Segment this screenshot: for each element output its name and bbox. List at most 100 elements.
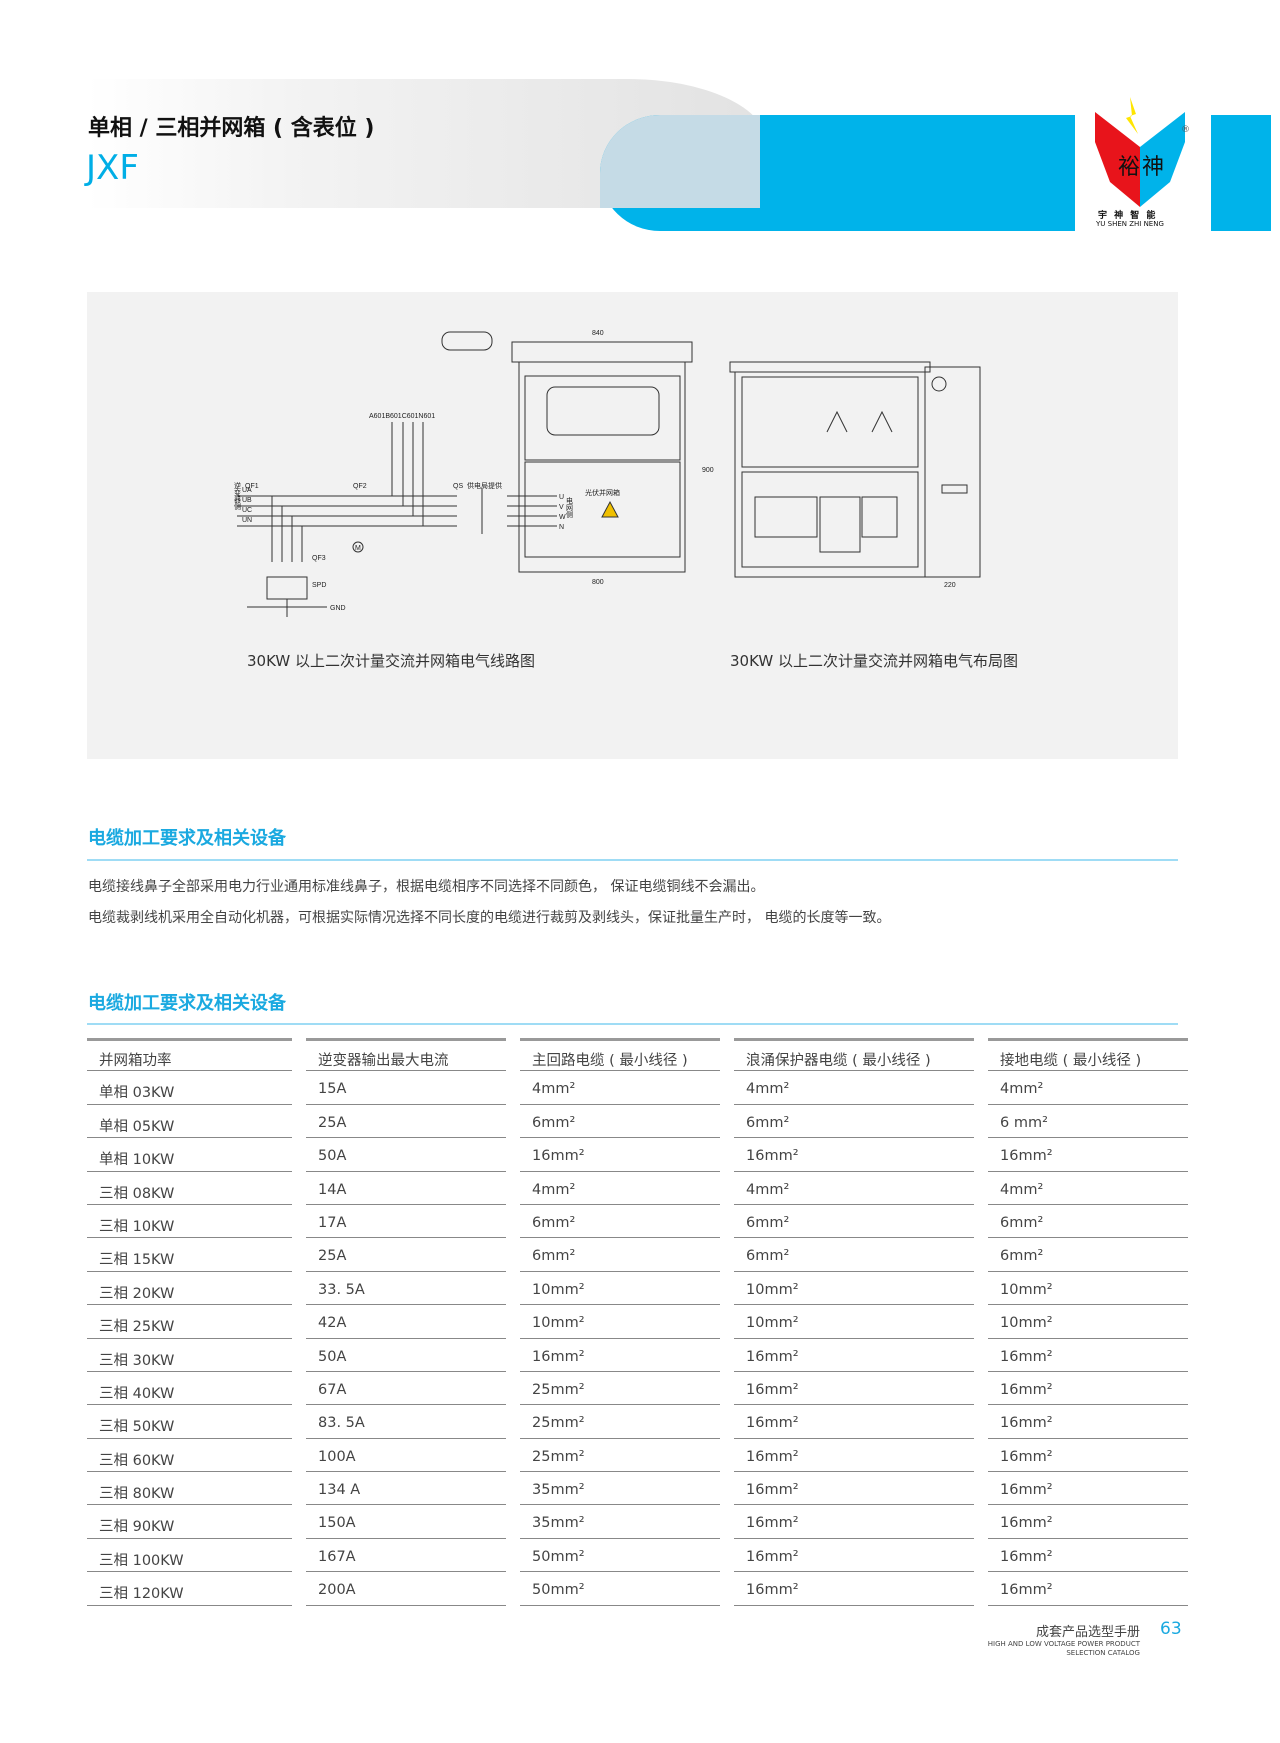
table-cell: 16mm² bbox=[734, 1138, 974, 1172]
table-cell: 单相 10KW bbox=[87, 1138, 292, 1172]
table-header-row: 并网箱功率 逆变器输出最大电流 主回路电缆 ( 最小线径 ) 浪涌保护器电缆 (… bbox=[87, 1038, 1188, 1072]
table-cell: 三相 08KW bbox=[87, 1172, 292, 1205]
header-cell: 主回路电缆 ( 最小线径 ) bbox=[520, 1038, 720, 1072]
table-cell: 4mm² bbox=[520, 1172, 720, 1205]
table-cell: 6mm² bbox=[988, 1205, 1188, 1239]
table-cell: 三相 10KW bbox=[87, 1205, 292, 1239]
table-cell: 50mm² bbox=[520, 1539, 720, 1573]
logo-name-en: YU SHEN ZHI NENG bbox=[1096, 220, 1164, 228]
label-UA: UA bbox=[242, 487, 252, 494]
label-UC: UC bbox=[242, 507, 252, 514]
table-cell: 三相 30KW bbox=[87, 1339, 292, 1372]
label-inverter-side: 逆变器侧 bbox=[234, 481, 242, 511]
table-cell: 6mm² bbox=[988, 1238, 1188, 1272]
table-cell: 67A bbox=[306, 1372, 506, 1406]
label-W: W bbox=[559, 514, 566, 521]
table-cell: 16mm² bbox=[988, 1138, 1188, 1172]
header-cell: 并网箱功率 bbox=[87, 1038, 292, 1072]
table-cell: 134 A bbox=[306, 1472, 506, 1506]
header-cell: 接地电缆 ( 最小线径 ) bbox=[988, 1038, 1188, 1072]
table-cell: 10mm² bbox=[520, 1305, 720, 1339]
table-cell: 6mm² bbox=[520, 1238, 720, 1272]
table-cell: 三相 15KW bbox=[87, 1238, 292, 1272]
header-blue-bar-right bbox=[1211, 115, 1271, 231]
table-cell: 16mm² bbox=[734, 1439, 974, 1473]
table-cell: 16mm² bbox=[734, 1405, 974, 1439]
table-cell: 三相 90KW bbox=[87, 1505, 292, 1539]
section1-divider bbox=[87, 859, 1178, 861]
table-cell: 4mm² bbox=[988, 1071, 1188, 1105]
table-cell: 42A bbox=[306, 1305, 506, 1339]
table-cell: 33. 5A bbox=[306, 1272, 506, 1306]
section2-title: 电缆加工要求及相关设备 bbox=[88, 993, 286, 1014]
page-title: 单相 / 三相并网箱 ( 含表位 ) bbox=[88, 116, 375, 141]
layout-caption: 30KW 以上二次计量交流并网箱电气布局图 bbox=[730, 652, 1018, 670]
table-cell: 50mm² bbox=[520, 1572, 720, 1606]
table-cell: 4mm² bbox=[734, 1071, 974, 1105]
table-cell: 16mm² bbox=[988, 1472, 1188, 1506]
table-cell: 16mm² bbox=[988, 1372, 1188, 1406]
svg-text:神: 神 bbox=[1142, 155, 1164, 180]
table-cell: 6mm² bbox=[734, 1105, 974, 1139]
table-cell: 167A bbox=[306, 1539, 506, 1573]
footer-en-line2: SELECTION CATALOG bbox=[1066, 1649, 1140, 1657]
table-cell: 三相 25KW bbox=[87, 1305, 292, 1339]
header-cell: 逆变器输出最大电流 bbox=[306, 1038, 506, 1072]
table-cell: 单相 05KW bbox=[87, 1105, 292, 1139]
label-meter-wires: A601B601C601N601 bbox=[369, 413, 435, 420]
table-cell: 10mm² bbox=[520, 1272, 720, 1306]
table-cell: 三相 50KW bbox=[87, 1405, 292, 1439]
wiring-caption: 30KW 以上二次计量交流并网箱电气线路图 bbox=[247, 652, 535, 670]
table-cell: 16mm² bbox=[988, 1439, 1188, 1473]
table-cell: 50A bbox=[306, 1339, 506, 1372]
label-QF1: QF1 bbox=[245, 483, 259, 490]
table-cell: 35mm² bbox=[520, 1505, 720, 1539]
table-row: 三相 10KW 17A 6mm² 6mm² 6mm² bbox=[87, 1205, 1188, 1239]
page-number: 63 bbox=[1160, 1619, 1182, 1639]
table-cell: 6 mm² bbox=[988, 1105, 1188, 1139]
label-U: U bbox=[559, 494, 564, 501]
label-V: V bbox=[559, 504, 564, 511]
table-cell: 200A bbox=[306, 1572, 506, 1606]
dim-900: 900 bbox=[702, 467, 714, 474]
table-cell: 10mm² bbox=[988, 1272, 1188, 1306]
model-code: JXF bbox=[86, 148, 139, 188]
svg-text:®: ® bbox=[1181, 125, 1190, 135]
table-cell: 17A bbox=[306, 1205, 506, 1239]
paragraph-1: 电缆接线鼻子全部采用电力行业通用标准线鼻子，根据电缆相序不同选择不同颜色， 保证… bbox=[88, 879, 765, 895]
table-cell: 25A bbox=[306, 1105, 506, 1139]
table-cell: 15A bbox=[306, 1071, 506, 1105]
table-cell: 16mm² bbox=[734, 1339, 974, 1372]
label-N: N bbox=[559, 524, 564, 531]
label-supply: 供电局提供 bbox=[467, 481, 502, 490]
door-label: 光伏并网箱 bbox=[585, 488, 620, 497]
dim-800: 800 bbox=[592, 579, 604, 586]
table-cell: 6mm² bbox=[734, 1205, 974, 1239]
section1-title: 电缆加工要求及相关设备 bbox=[88, 828, 286, 849]
table-cell: 6mm² bbox=[520, 1205, 720, 1239]
label-UN: UN bbox=[242, 517, 252, 524]
table-cell: 6mm² bbox=[734, 1238, 974, 1272]
table-cell: 6mm² bbox=[520, 1105, 720, 1139]
table-cell: 50A bbox=[306, 1138, 506, 1172]
table-cell: 16mm² bbox=[734, 1472, 974, 1506]
table-cell: 10mm² bbox=[988, 1305, 1188, 1339]
table-cell: 14A bbox=[306, 1172, 506, 1205]
table-cell: 16mm² bbox=[988, 1505, 1188, 1539]
table-cell: 三相 120KW bbox=[87, 1572, 292, 1606]
footer-en-line1: HIGH AND LOW VOLTAGE POWER PRODUCT bbox=[987, 1640, 1140, 1648]
diagram-panel: UA UB UC UN 逆变器侧 QF1 QF2 QF3 SPD GND M A… bbox=[87, 292, 1178, 759]
table-cell: 16mm² bbox=[520, 1339, 720, 1372]
table-cell: 16mm² bbox=[734, 1572, 974, 1606]
table-cell: 三相 60KW bbox=[87, 1439, 292, 1473]
table-cell: 25mm² bbox=[520, 1439, 720, 1473]
table-cell: 4mm² bbox=[988, 1172, 1188, 1205]
table-cell: 单相 03KW bbox=[87, 1071, 292, 1105]
label-grid-side: 电网侧 bbox=[566, 496, 574, 519]
